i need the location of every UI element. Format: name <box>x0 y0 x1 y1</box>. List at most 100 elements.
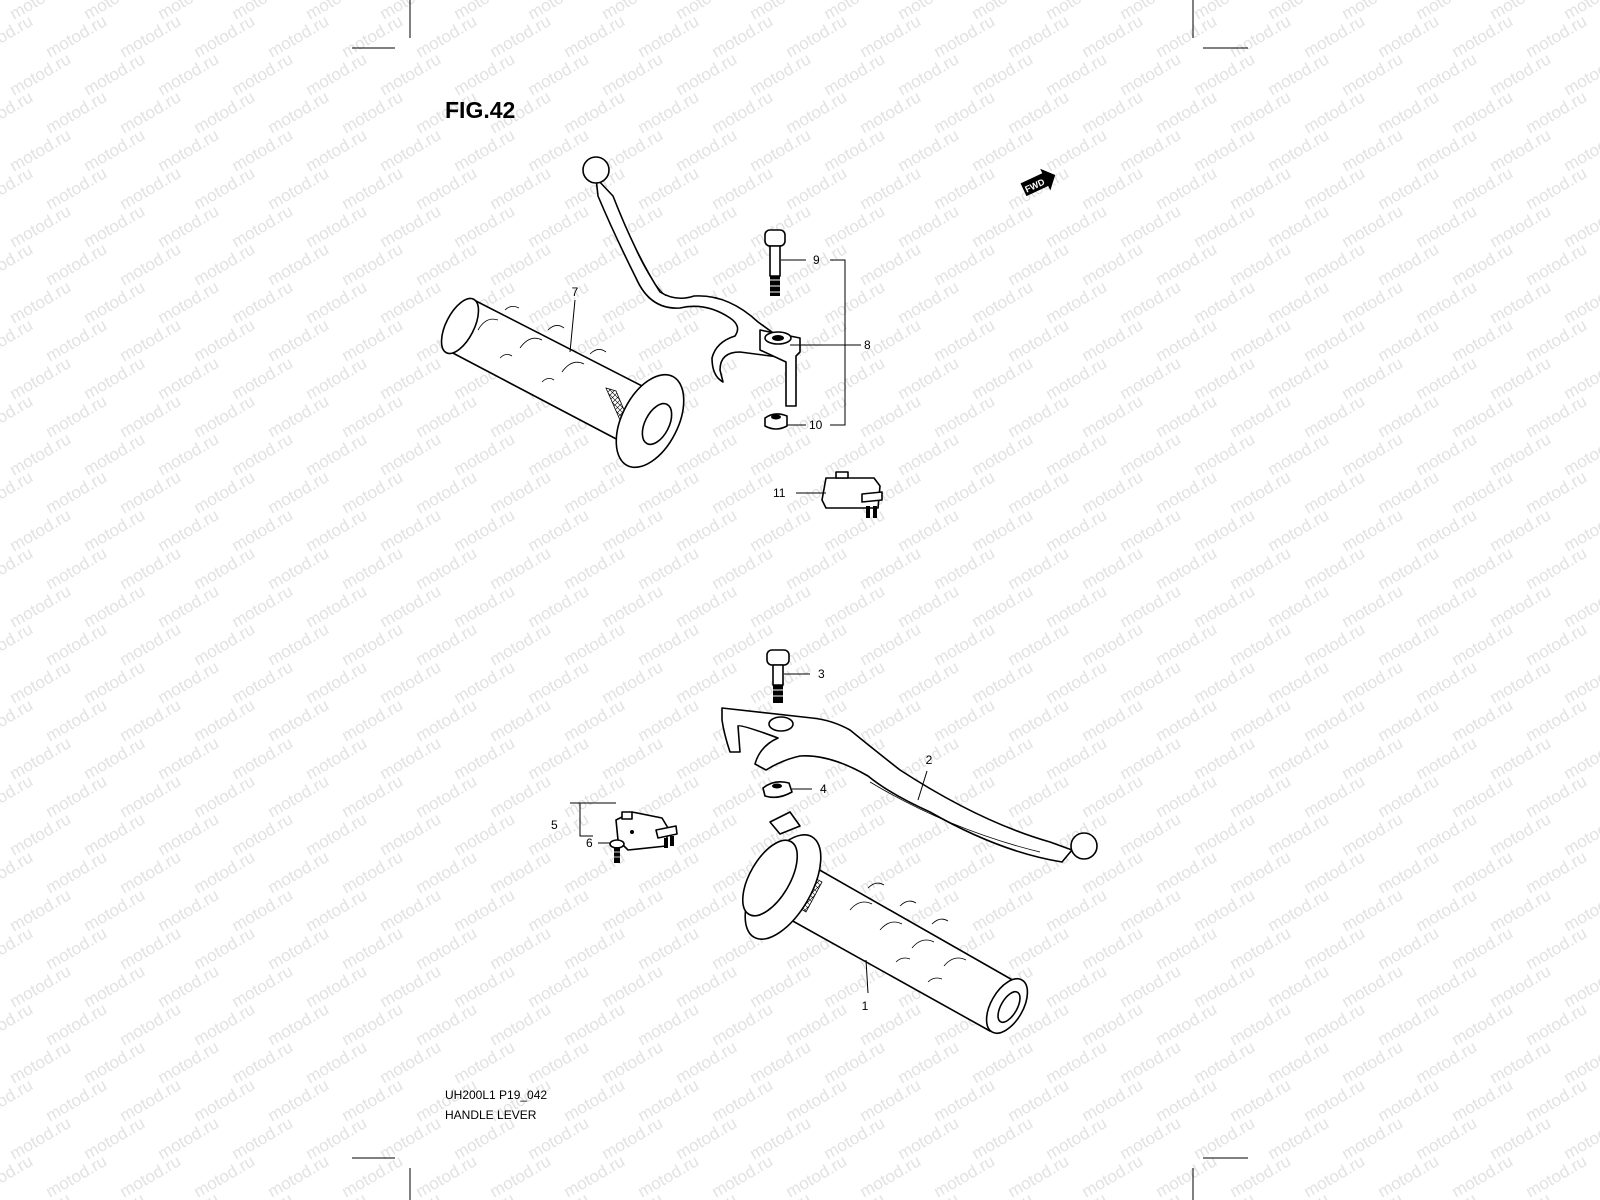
watermark-text: motod.ru <box>1375 87 1443 137</box>
watermark-text: motod.ru <box>81 581 149 631</box>
watermark-text: motod.ru <box>1375 1151 1443 1200</box>
watermark-text: motod.ru <box>895 429 963 479</box>
watermark-text: motod.ru <box>1449 87 1517 137</box>
watermark-text: motod.ru <box>1523 87 1591 137</box>
watermark-text: motod.ru <box>709 543 777 593</box>
watermark-text: motod.ru <box>1117 505 1185 555</box>
watermark-text: motod.ru <box>1413 1113 1481 1163</box>
watermark-text: motod.ru <box>857 543 925 593</box>
watermark-text: motod.ru <box>1265 353 1333 403</box>
watermark-text: motod.ru <box>1043 201 1111 251</box>
watermark-text: motod.ru <box>1191 277 1259 327</box>
watermark-text: motod.ru <box>931 11 999 61</box>
watermark-text: motod.ru <box>561 543 629 593</box>
watermark-text: motod.ru <box>377 505 445 555</box>
watermark-text: motod.ru <box>895 505 963 555</box>
watermark-text: motod.ru <box>229 505 297 555</box>
watermark-text: motod.ru <box>1227 1075 1295 1125</box>
watermark-text: motod.ru <box>265 923 333 973</box>
watermark-text: motod.ru <box>1523 543 1591 593</box>
watermark-text: motod.ru <box>1079 239 1147 289</box>
watermark-text: motod.ru <box>1413 1189 1481 1200</box>
watermark-text: motod.ru <box>451 581 519 631</box>
watermark-text: motod.ru <box>1413 429 1481 479</box>
watermark-text: motod.ru <box>1191 733 1259 783</box>
upper-lever <box>582 156 791 383</box>
watermark-text: motod.ru <box>1339 961 1407 1011</box>
watermark-text: motod.ru <box>1339 1037 1407 1087</box>
watermark-text: motod.ru <box>1227 695 1295 745</box>
watermark-text: motod.ru <box>747 1189 815 1200</box>
watermark-text: motod.ru <box>635 467 703 517</box>
watermark-text: motod.ru <box>1117 961 1185 1011</box>
watermark-text: motod.ru <box>265 1151 333 1200</box>
watermark-text: motod.ru <box>1301 163 1369 213</box>
watermark-text: motod.ru <box>1413 505 1481 555</box>
watermark-text: motod.ru <box>117 1151 185 1200</box>
watermark-text: motod.ru <box>0 315 36 365</box>
watermark-text: motod.ru <box>709 239 777 289</box>
watermark-text: motod.ru <box>709 999 777 1049</box>
watermark-text: motod.ru <box>43 239 111 289</box>
watermark-text: motod.ru <box>229 885 297 935</box>
watermark-text: motod.ru <box>117 923 185 973</box>
watermark-text: motod.ru <box>7 581 75 631</box>
watermark-text: motod.ru <box>969 1189 1037 1200</box>
watermark-text: motod.ru <box>1523 1075 1591 1125</box>
watermark-text: motod.ru <box>377 657 445 707</box>
watermark-text: motod.ru <box>265 239 333 289</box>
watermark-text: motod.ru <box>1413 277 1481 327</box>
watermark-text: motod.ru <box>0 619 36 669</box>
watermark-text: motod.ru <box>229 657 297 707</box>
watermark-text: motod.ru <box>1191 1189 1259 1200</box>
watermark-text: motod.ru <box>265 999 333 1049</box>
watermark-text: motod.ru <box>451 201 519 251</box>
diagram-name: HANDLE LEVER <box>445 1108 537 1122</box>
watermark-text: motod.ru <box>339 1151 407 1200</box>
watermark-text: motod.ru <box>969 125 1037 175</box>
watermark-text: motod.ru <box>821 809 889 859</box>
watermark-text: motod.ru <box>339 467 407 517</box>
watermark-text: motod.ru <box>265 619 333 669</box>
watermark-text: motod.ru <box>561 923 629 973</box>
watermark-text: motod.ru <box>155 125 223 175</box>
watermark-text: motod.ru <box>413 695 481 745</box>
watermark-text: motod.ru <box>7 961 75 1011</box>
watermark-text: motod.ru <box>1227 163 1295 213</box>
watermark-text: motod.ru <box>339 163 407 213</box>
watermark-text: motod.ru <box>81 353 149 403</box>
watermark-text: motod.ru <box>1079 771 1147 821</box>
watermark-text: motod.ru <box>1227 999 1295 1049</box>
watermark-text: motod.ru <box>1153 11 1221 61</box>
watermark-text: motod.ru <box>155 201 223 251</box>
watermark-text: motod.ru <box>191 543 259 593</box>
watermark-text: motod.ru <box>0 847 36 897</box>
watermark-text: motod.ru <box>895 657 963 707</box>
watermark-text: motod.ru <box>1079 619 1147 669</box>
watermark-text: motod.ru <box>1227 771 1295 821</box>
watermark-text: motod.ru <box>747 581 815 631</box>
watermark-text: motod.ru <box>81 809 149 859</box>
watermark-text: motod.ru <box>1265 733 1333 783</box>
watermark-text: motod.ru <box>969 505 1037 555</box>
watermark-text: motod.ru <box>747 429 815 479</box>
watermark-text: motod.ru <box>487 543 555 593</box>
watermark-text: motod.ru <box>1153 695 1221 745</box>
watermark-text: motod.ru <box>635 11 703 61</box>
watermark-text: motod.ru <box>969 657 1037 707</box>
watermark-text: motod.ru <box>81 201 149 251</box>
watermark-text: motod.ru <box>857 619 925 669</box>
watermark-text: motod.ru <box>339 239 407 289</box>
watermark-text: motod.ru <box>377 1113 445 1163</box>
watermark-text: motod.ru <box>1005 467 1073 517</box>
watermark-text: motod.ru <box>673 125 741 175</box>
watermark-text: motod.ru <box>635 923 703 973</box>
watermark-text: motod.ru <box>857 87 925 137</box>
watermark-text: motod.ru <box>931 1075 999 1125</box>
watermark-text: motod.ru <box>229 277 297 327</box>
watermark-text: motod.ru <box>1449 315 1517 365</box>
watermark-text: motod.ru <box>561 11 629 61</box>
watermark-text: motod.ru <box>43 619 111 669</box>
watermark-text: motod.ru <box>525 429 593 479</box>
watermark-text: motod.ru <box>265 11 333 61</box>
